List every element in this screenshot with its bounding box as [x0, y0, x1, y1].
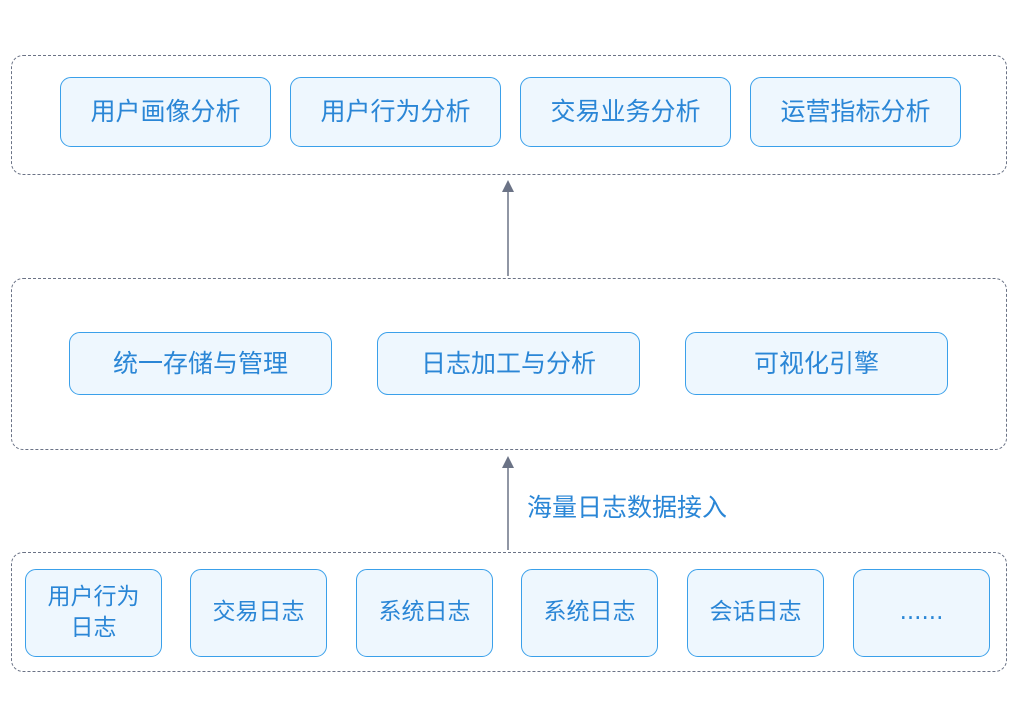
log-processing-box: 日志加工与分析	[377, 332, 640, 395]
more-logs-box: ......	[853, 569, 990, 657]
analysis-layer	[11, 55, 1007, 175]
operations-metrics-analysis-box: 运营指标分析	[750, 77, 961, 147]
ingest-label: 海量日志数据接入	[527, 493, 728, 522]
data-source-layer	[11, 552, 1007, 672]
user-behavior-log-box: 用户行为 日志	[25, 569, 162, 657]
session-log-box: 会话日志	[687, 569, 824, 657]
visualization-engine-box: 可视化引擎	[685, 332, 948, 395]
user-profile-analysis-box: 用户画像分析	[60, 77, 271, 147]
user-behavior-analysis-box: 用户行为分析	[290, 77, 501, 147]
transaction-log-box: 交易日志	[190, 569, 327, 657]
unified-storage-box: 统一存储与管理	[69, 332, 332, 395]
processing-layer	[11, 278, 1007, 450]
system-log-box-2: 系统日志	[521, 569, 658, 657]
arrow-processing-to-analysis	[502, 180, 514, 276]
arrow-sources-to-processing	[502, 456, 514, 550]
system-log-box-1: 系统日志	[356, 569, 493, 657]
transaction-business-analysis-box: 交易业务分析	[520, 77, 731, 147]
